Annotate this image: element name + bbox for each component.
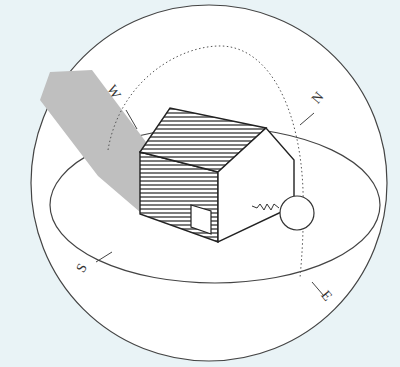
house-gable-end	[218, 128, 294, 242]
sun-ray	[252, 204, 279, 210]
sun-path-arc	[108, 46, 303, 278]
house-door	[191, 205, 211, 234]
south-axis-tick	[96, 252, 112, 262]
celestial-sphere	[31, 5, 387, 361]
house-shadow	[40, 70, 146, 212]
sun	[280, 196, 314, 230]
north-axis-tick	[300, 113, 314, 125]
west-axis-tick	[126, 110, 137, 129]
